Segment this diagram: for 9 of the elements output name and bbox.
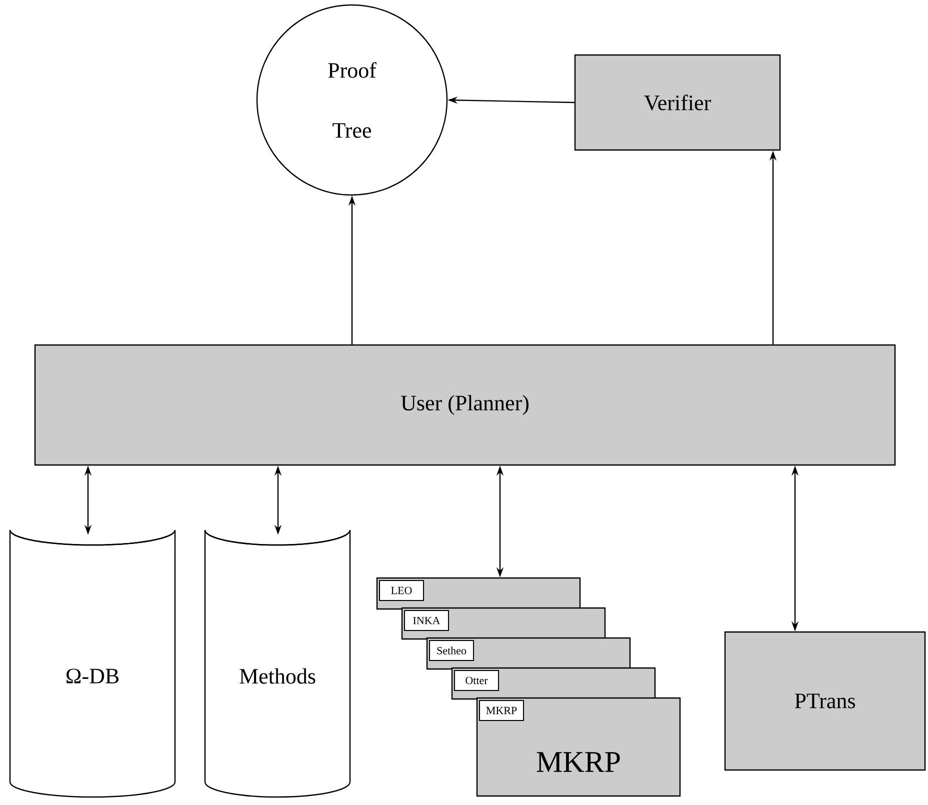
database-cylinder: Ω-DB [9,529,176,798]
database-cylinder: Methods [204,529,351,798]
process-box: PTrans [724,631,926,771]
prover-card: LEO [376,577,581,610]
prover-card: INKA [401,607,606,640]
prover-card: Otter [451,667,656,700]
process-box: User (Planner) [34,344,896,466]
prover-card: Setheo [426,637,631,670]
process-box: Verifier [574,54,781,151]
